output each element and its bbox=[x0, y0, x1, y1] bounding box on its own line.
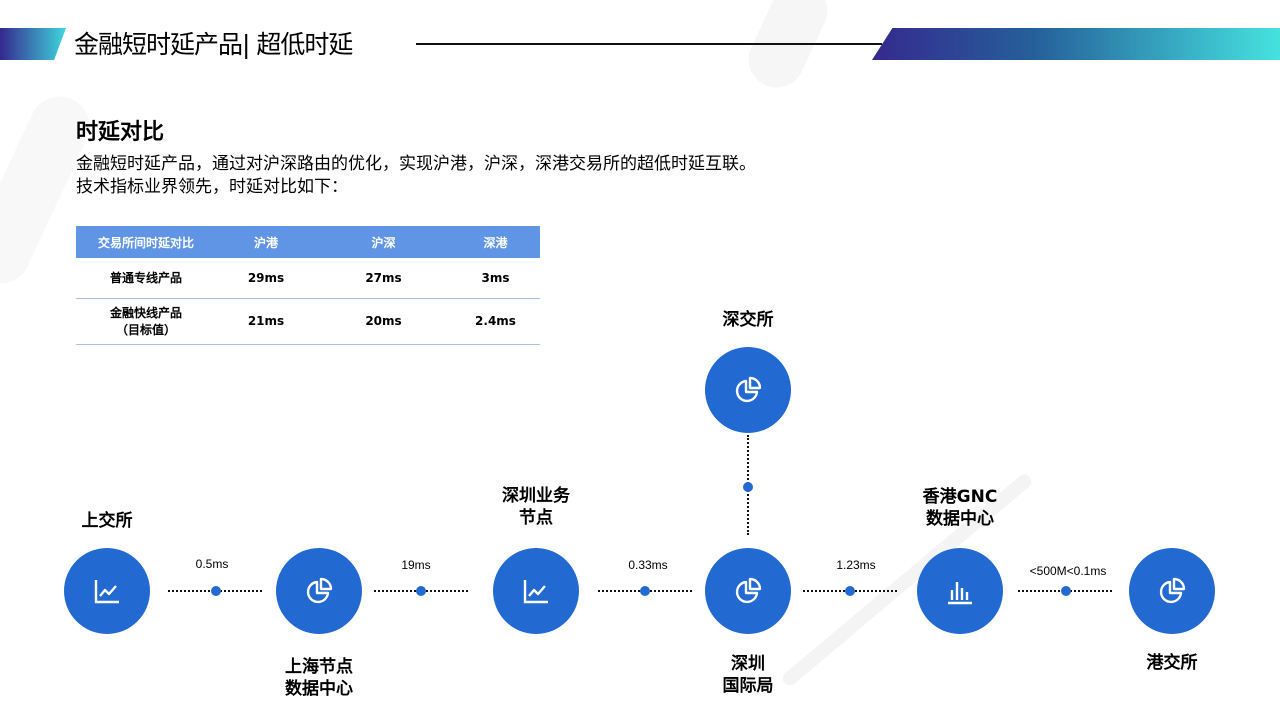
latency-comparison-table: 交易所间时延对比 沪港 沪深 深港 普通专线产品 29ms 27ms 3ms 金… bbox=[76, 226, 540, 345]
row-name: 普通专线产品 bbox=[76, 258, 216, 299]
table-header: 交易所间时延对比 沪港 沪深 深港 bbox=[76, 226, 540, 258]
label-line: 深圳 bbox=[731, 654, 765, 674]
latency-label: 19ms bbox=[401, 558, 431, 572]
pie-chart-icon bbox=[304, 576, 334, 606]
cell: 29ms bbox=[216, 258, 316, 299]
row-name: 金融快线产品 （目标值） bbox=[76, 298, 216, 345]
latency-label: 0.5ms bbox=[195, 557, 229, 571]
table-row: 普通专线产品 29ms 27ms 3ms bbox=[76, 258, 540, 299]
connector-dot bbox=[211, 586, 221, 596]
node-label: 深圳业务节点 bbox=[456, 485, 616, 529]
pie-chart-icon bbox=[1157, 576, 1187, 606]
section-heading: 时延对比 bbox=[76, 120, 165, 145]
cell: 2.4ms bbox=[451, 298, 540, 345]
label-line: 节点 bbox=[519, 508, 553, 528]
label-line: 数据中心 bbox=[285, 679, 353, 699]
node-hk-gnc[interactable] bbox=[917, 548, 1003, 634]
line-chart-icon bbox=[521, 576, 551, 606]
connector-dot bbox=[640, 586, 650, 596]
node-sse[interactable] bbox=[64, 548, 150, 634]
section-description: 金融短时延产品，通过对沪深路由的优化，实现沪港，沪深，深港交易所的超低时延互联。… bbox=[76, 153, 756, 199]
header-accent-left bbox=[0, 28, 66, 60]
col-header: 沪深 bbox=[316, 226, 451, 258]
col-header: 交易所间时延对比 bbox=[76, 226, 216, 258]
row-name-line: 金融快线产品 bbox=[109, 306, 182, 320]
node-szse[interactable] bbox=[705, 347, 791, 433]
label-line: 数据中心 bbox=[926, 509, 994, 529]
title-divider bbox=[416, 43, 882, 45]
pie-chart-icon bbox=[733, 576, 763, 606]
connector-dot bbox=[845, 586, 855, 596]
desc-line-1: 金融短时延产品，通过对沪深路由的优化，实现沪港，沪深，深港交易所的超低时延互联。 bbox=[76, 154, 756, 174]
connector-dot bbox=[416, 586, 426, 596]
label-line: 国际局 bbox=[722, 676, 774, 696]
bar-chart-icon bbox=[945, 576, 975, 606]
cell: 20ms bbox=[316, 298, 451, 345]
connector-dot bbox=[1061, 586, 1071, 596]
node-label: 上交所 bbox=[81, 511, 133, 531]
node-label: 深圳国际局 bbox=[668, 653, 828, 697]
latency-label: <500M<0.1ms bbox=[1029, 564, 1107, 578]
row-name-note: （目标值） bbox=[115, 323, 176, 337]
page-title: 金融短时延产品| 超低时延 bbox=[74, 30, 353, 59]
node-label: 港交所 bbox=[1146, 653, 1198, 673]
label-line: 深圳业务 bbox=[502, 486, 570, 506]
latency-label: 1.23ms bbox=[836, 558, 876, 572]
pie-chart-icon bbox=[733, 375, 763, 405]
label-line: 香港GNC bbox=[922, 487, 998, 507]
node-shanghai-dc[interactable] bbox=[276, 548, 362, 634]
node-hkex[interactable] bbox=[1129, 548, 1215, 634]
node-label: 上海节点数据中心 bbox=[239, 656, 399, 700]
node-label: 深交所 bbox=[722, 310, 774, 330]
connector-dot bbox=[743, 482, 753, 492]
col-header: 深港 bbox=[451, 226, 540, 258]
label-line: 上海节点 bbox=[285, 657, 353, 677]
header-accent-right bbox=[872, 28, 1280, 60]
cell: 21ms bbox=[216, 298, 316, 345]
cell: 27ms bbox=[316, 258, 451, 299]
table-row: 金融快线产品 （目标值） 21ms 20ms 2.4ms bbox=[76, 298, 540, 345]
line-chart-icon bbox=[92, 576, 122, 606]
cell: 3ms bbox=[451, 258, 540, 299]
col-header: 沪港 bbox=[216, 226, 316, 258]
node-shenzhen-business[interactable] bbox=[493, 548, 579, 634]
node-shenzhen-intl[interactable] bbox=[705, 548, 791, 634]
latency-label: 0.33ms bbox=[628, 558, 668, 572]
desc-line-2: 技术指标业界领先，时延对比如下： bbox=[76, 177, 348, 197]
